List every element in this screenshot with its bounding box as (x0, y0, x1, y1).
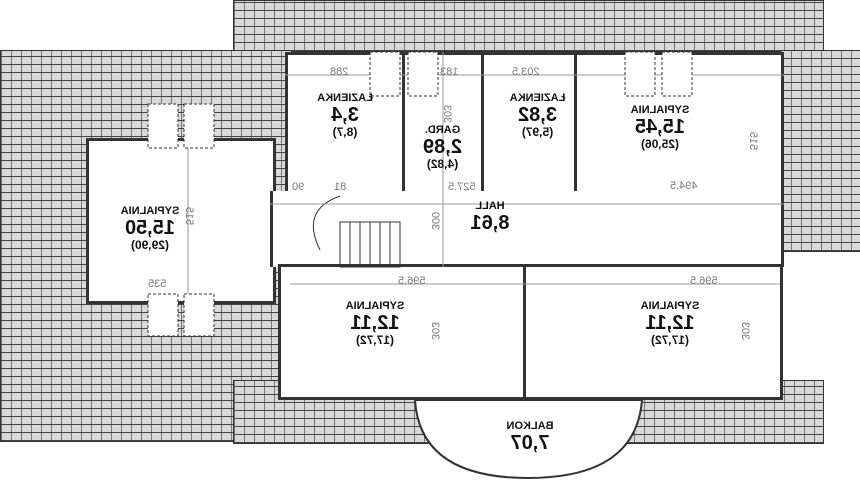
dim-300: 300 (429, 211, 442, 231)
dim-303-left: 303 (429, 321, 442, 341)
dimension-lines (187, 52, 784, 300)
dim-81: 81 (334, 181, 347, 193)
room-bedroom-bottom-left (278, 264, 526, 400)
dim-515-right: 515 (747, 131, 760, 151)
label-bathroom-2: ŁAZIENKA 3,82 (5,97) (509, 92, 566, 140)
label-bedroom-bottom-left: SYPIALNIA 12,11 (17,72) (345, 300, 405, 348)
dim-535: 535 (148, 278, 167, 290)
dim-203-5: 203.5 (512, 66, 540, 78)
windows (147, 51, 693, 337)
label-balcony: BALKON 7,07 (506, 420, 554, 455)
roof-right (780, 50, 860, 252)
roof-top (233, 0, 824, 52)
dim-303-gard: 303 (441, 104, 454, 124)
label-bedroom-bottom-right: SYPIALNIA 12,11 (17,72) (640, 300, 700, 348)
balcony (413, 399, 644, 480)
dim-494-5: 494.5 (670, 180, 698, 192)
label-wardrobe: GARD. 2,89 (4,82) (423, 124, 462, 172)
label-bedroom-left: SYPIALNIA 15,50 (29,90) (120, 205, 180, 253)
label-bathroom-1: ŁAZIENKA 3,4 (8,7) (317, 92, 373, 140)
dim-596-5-right: 596.5 (690, 275, 718, 287)
dim-288: 288 (330, 66, 349, 78)
label-bedroom-top-right: SYPIALNIA 15,45 (25,06) (630, 104, 690, 152)
dim-90: 90 (292, 181, 305, 193)
dim-596-5-left: 596.5 (398, 275, 426, 287)
stairs (312, 195, 401, 268)
room-bedroom-bottom-right (523, 264, 783, 400)
label-hall: HALL 8,61 (470, 200, 510, 235)
dim-183: 183 (440, 66, 459, 78)
dim-303-right: 303 (739, 321, 752, 341)
dim-527-5: 527.5 (448, 181, 476, 193)
dim-515-left: 515 (183, 206, 196, 226)
